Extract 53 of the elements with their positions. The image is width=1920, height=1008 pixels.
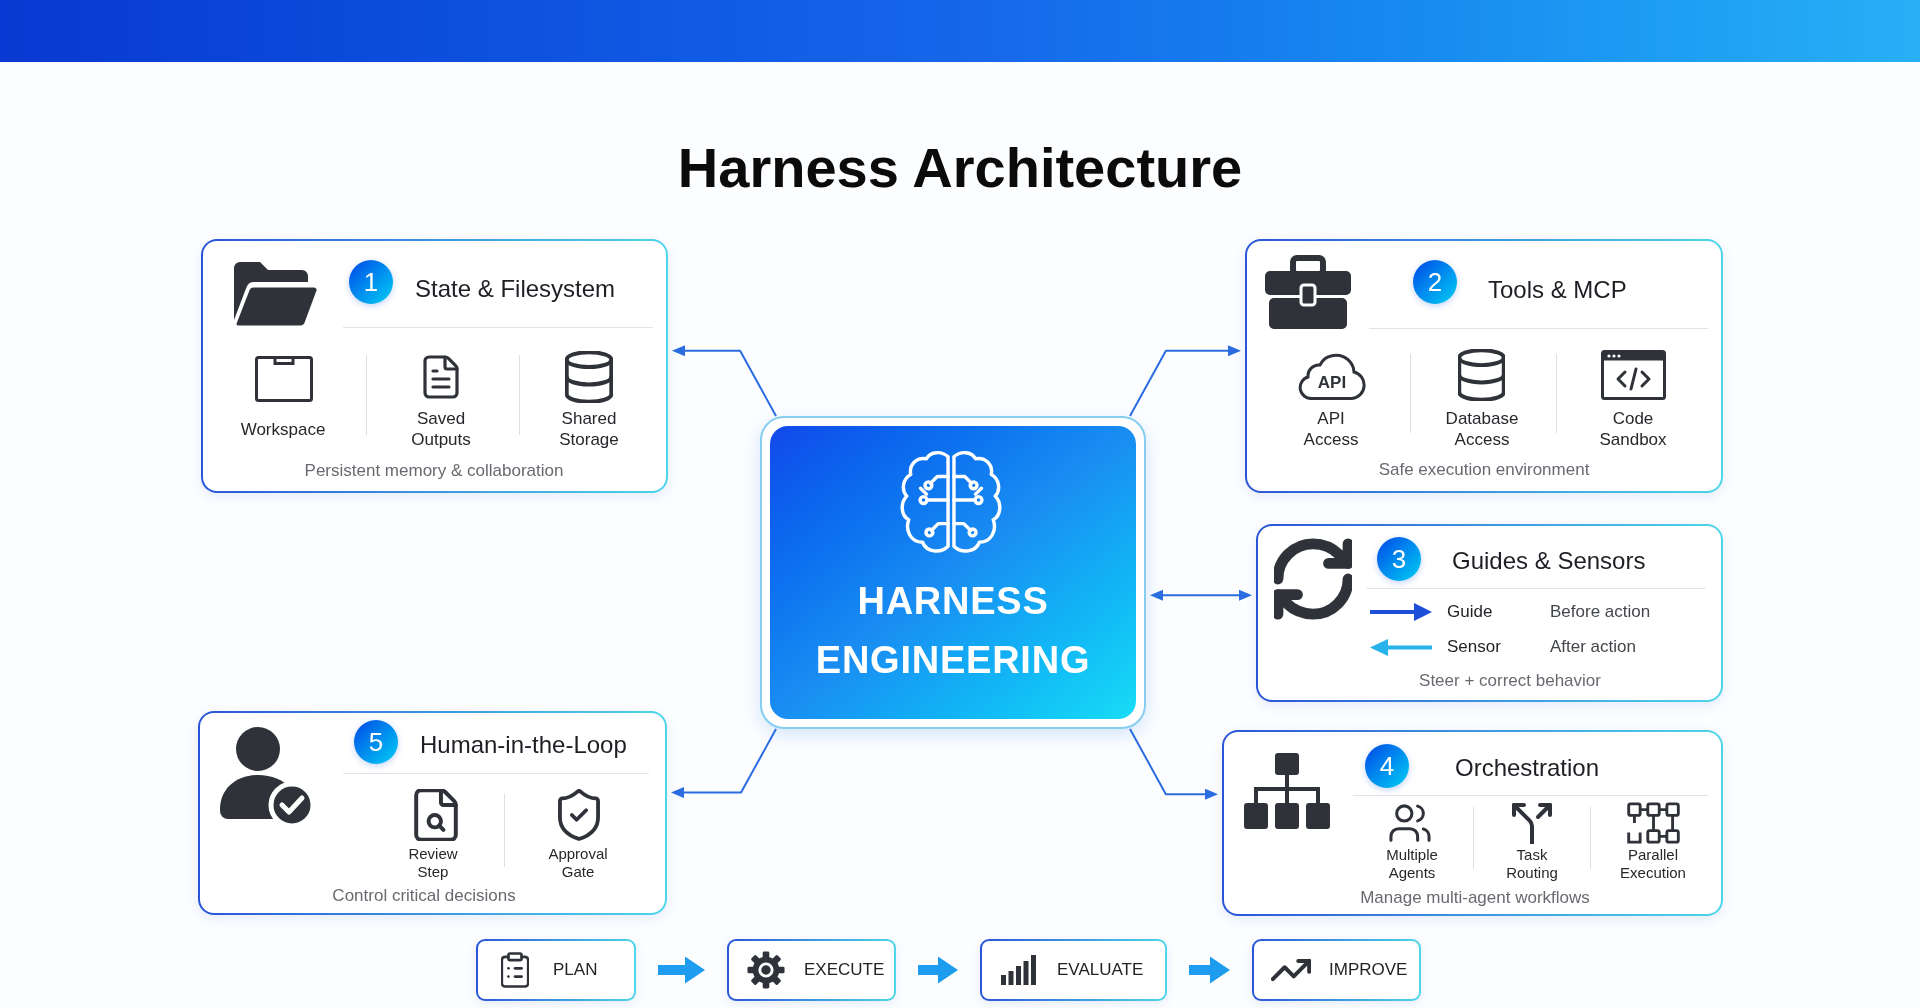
caption-text: Manage multi-agent workflows xyxy=(1360,887,1590,909)
card-panel xyxy=(198,711,667,915)
card-panel xyxy=(1256,524,1723,702)
number-badge: 5 xyxy=(354,720,398,764)
card-title: Guides & Sensors xyxy=(1452,546,1646,576)
double-arrow xyxy=(1150,589,1252,601)
card-panel xyxy=(1245,239,1723,493)
item-label: Task Routing xyxy=(1506,846,1558,882)
item-label: Parallel Execution xyxy=(1620,846,1686,882)
step-box xyxy=(476,939,636,1001)
number-badge: 3 xyxy=(1377,537,1421,581)
item-label: Saved Outputs xyxy=(411,408,471,450)
connector-arrow xyxy=(672,345,777,417)
step-label: PLAN xyxy=(553,959,598,981)
item-label: Database Access xyxy=(1445,408,1519,450)
number-badge: 4 xyxy=(1365,744,1409,788)
diagram-title: Harness Architecture xyxy=(677,136,1243,200)
card-title: Orchestration xyxy=(1455,753,1600,783)
step-box xyxy=(980,939,1167,1001)
step-label: EVALUATE xyxy=(1057,959,1144,981)
item-label: Multiple Agents xyxy=(1386,846,1438,882)
row-description: After action xyxy=(1550,636,1636,658)
row-label: Sensor xyxy=(1447,636,1501,658)
number-badge: 1 xyxy=(349,260,393,304)
thick-arrow xyxy=(1189,956,1230,984)
caption-text: Control critical decisions xyxy=(332,885,516,907)
item-label: Code Sandbox xyxy=(1599,408,1667,450)
caption-text: Steer + correct behavior xyxy=(1419,670,1601,692)
hub-title: HARNESS ENGINEERING xyxy=(815,579,1091,683)
step-label: EXECUTE xyxy=(804,959,885,981)
caption-text: Safe execution environment xyxy=(1378,459,1590,481)
row-label: Guide xyxy=(1447,601,1493,623)
connector-arrow xyxy=(1129,345,1241,417)
thick-arrow xyxy=(658,956,705,984)
step-box xyxy=(727,939,896,1001)
item-label: Shared Storage xyxy=(559,408,619,450)
card-panel xyxy=(1222,730,1723,916)
caption-text: Persistent memory & collaboration xyxy=(304,460,564,482)
connector-arrow xyxy=(671,728,777,799)
card-title: Human-in-the-Loop xyxy=(420,730,627,760)
item-label: Approval Gate xyxy=(548,845,608,881)
connector-arrow xyxy=(1129,728,1218,800)
thick-arrow xyxy=(918,956,958,984)
item-label: API Access xyxy=(1303,408,1359,450)
step-box xyxy=(1252,939,1421,1001)
item-label: Review Step xyxy=(408,845,458,881)
item-label: Workspace xyxy=(240,418,326,440)
card-title: State & Filesystem xyxy=(415,274,616,304)
row-description: Before action xyxy=(1550,601,1651,623)
number-badge: 2 xyxy=(1413,260,1457,304)
card-title: Tools & MCP xyxy=(1488,275,1627,305)
step-label: IMPROVE xyxy=(1329,959,1408,981)
card-panel xyxy=(201,239,668,493)
